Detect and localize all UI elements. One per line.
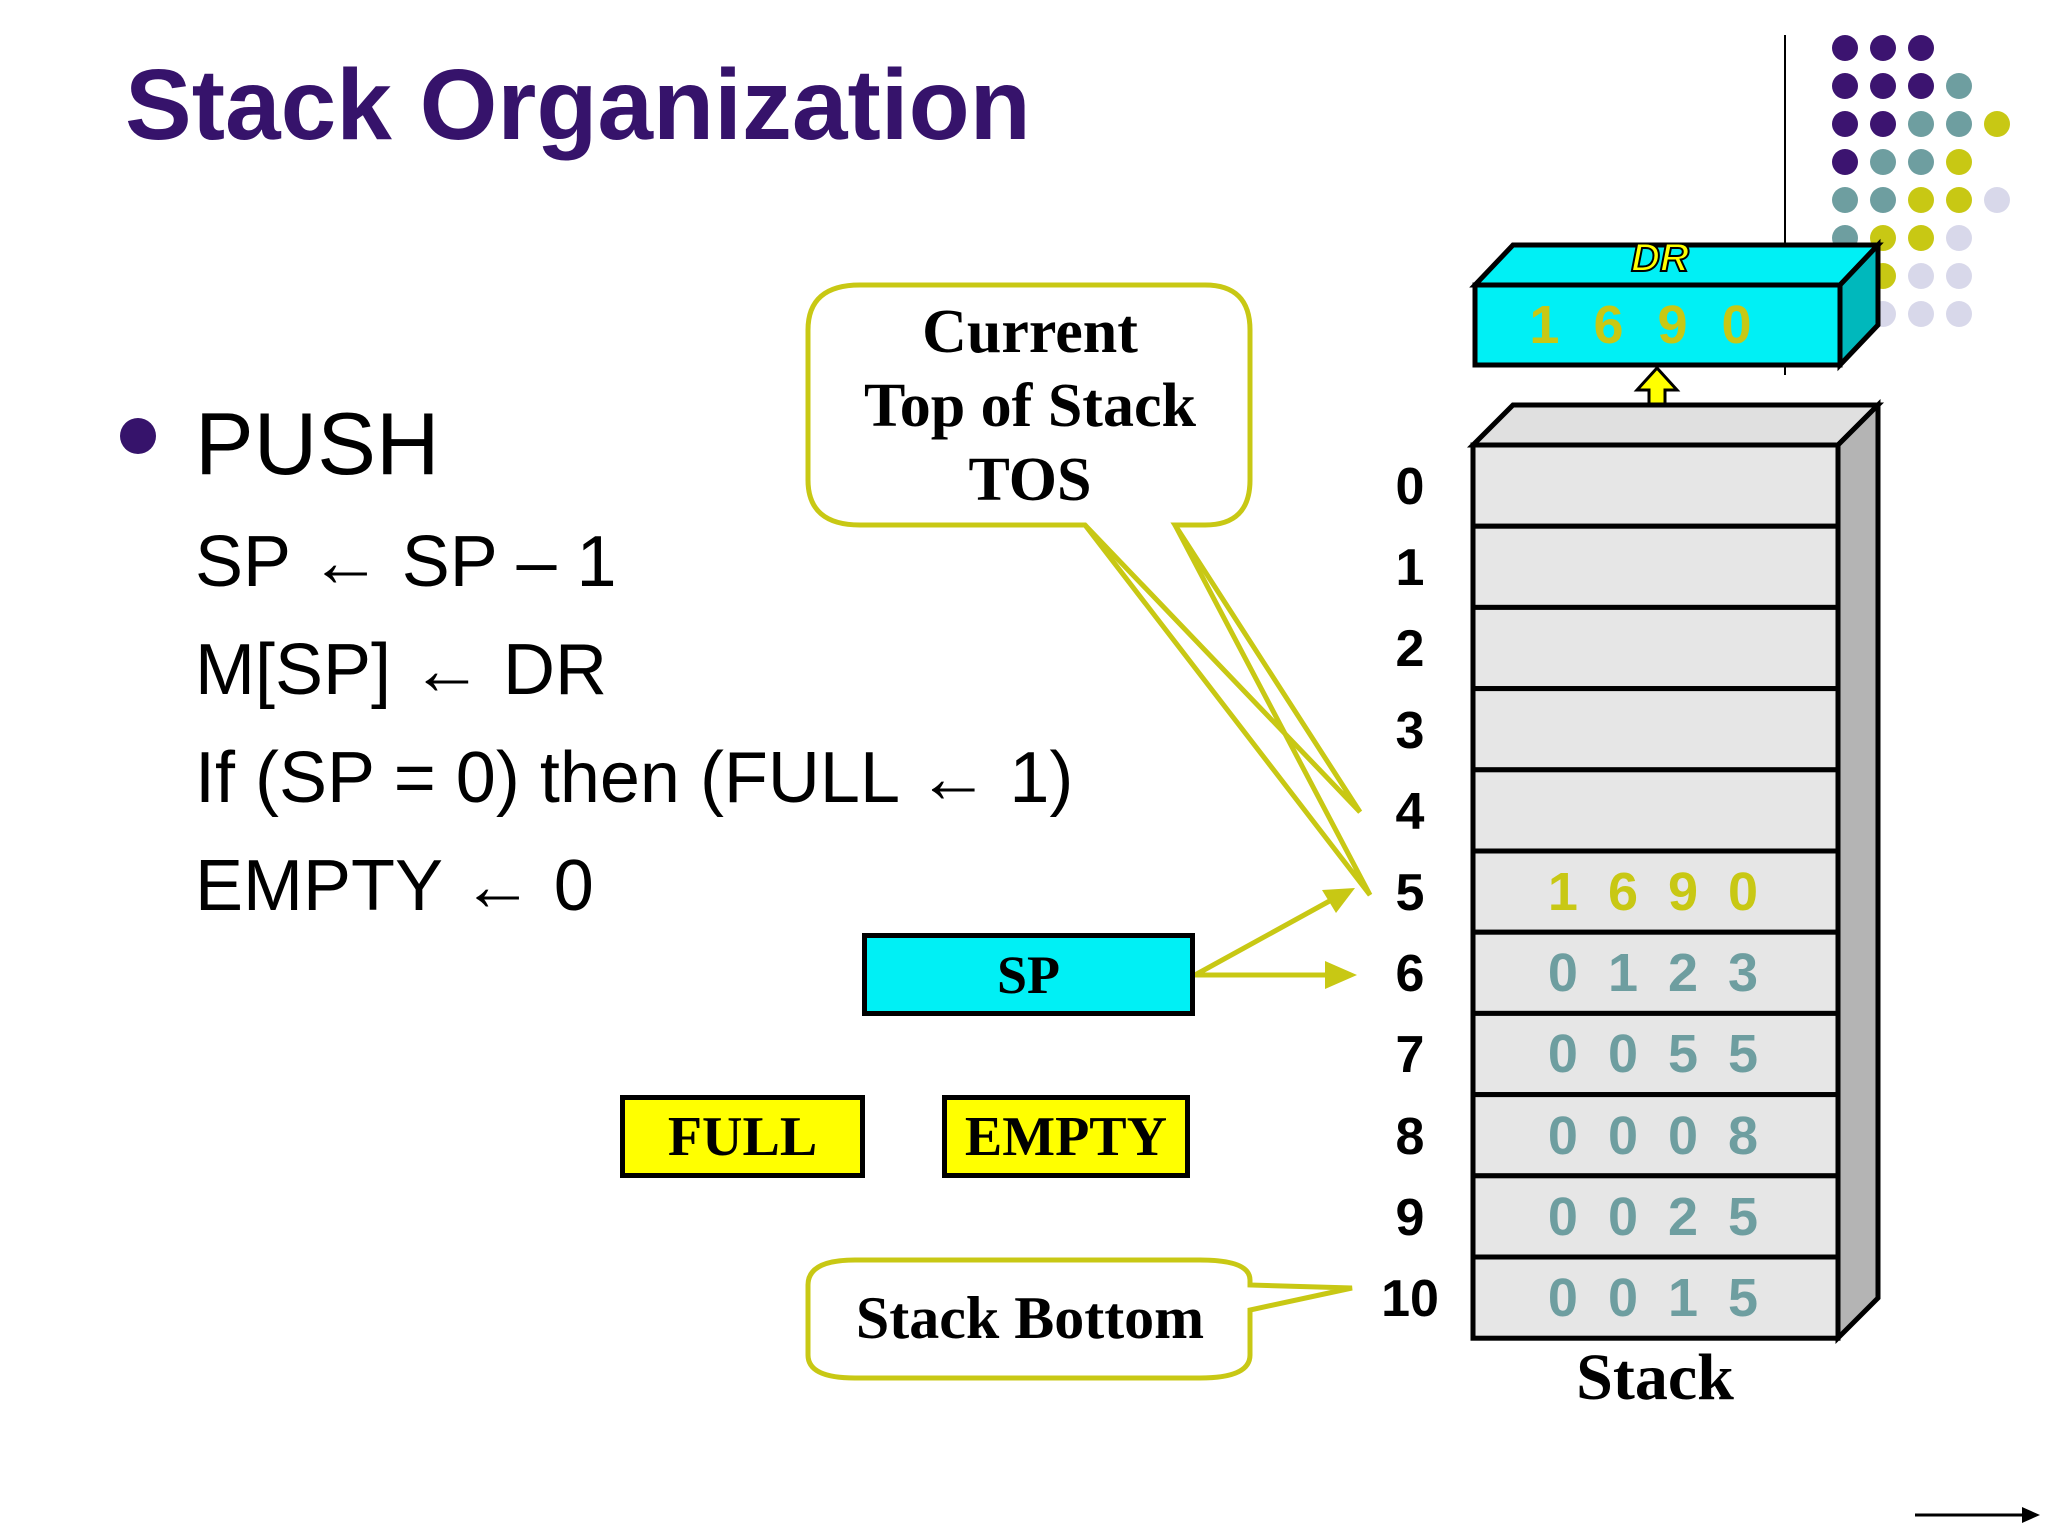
decorative-dot [1908, 35, 1934, 61]
push-step-2: M[SP] ← DR [195, 630, 608, 710]
stack-cell [1470, 1173, 1841, 1260]
push-step-4: EMPTY ← 0 [195, 846, 594, 926]
tos-callout-text: Current Top of Stack TOS [810, 295, 1250, 517]
dr-register-front-face [1472, 282, 1843, 368]
decorative-dot [1946, 187, 1972, 213]
dr-label: DR [1630, 236, 1690, 280]
decorative-dot [1946, 149, 1972, 175]
decorative-dot [1908, 301, 1934, 327]
stack-address-label: 2 [1395, 620, 1425, 679]
decorative-dot [1908, 73, 1934, 99]
stack-bottom-callout-bubble [805, 1257, 1353, 1381]
bullet-marker [120, 418, 156, 454]
stack-cell-value: 0008 [1547, 1105, 1789, 1166]
stack-cell [1470, 848, 1841, 935]
decorative-dot [1870, 149, 1896, 175]
stack-address-label: 5 [1395, 864, 1425, 922]
decorative-dot [1908, 225, 1934, 251]
stack-address-label: 10 [1381, 1270, 1439, 1328]
stack-cell [1470, 767, 1841, 854]
push-step-3: If (SP = 0) then (FULL ← 1) [195, 738, 1074, 818]
tos-callout-tail [1083, 523, 1373, 897]
decorative-dot [1946, 225, 1972, 251]
slide-title: Stack Organization [125, 49, 1031, 161]
decorative-dot [1908, 111, 1934, 137]
stack-cells [1470, 442, 1841, 1341]
decorative-dot [1832, 73, 1858, 99]
sp-arrowhead-6 [1325, 961, 1357, 989]
decorative-dot [1946, 73, 1972, 99]
tos-callout-line-2: Top of Stack [864, 372, 1196, 440]
decorative-dot [1984, 111, 2010, 137]
empty-flag: EMPTY [942, 1095, 1190, 1178]
sp-arrowhead-5 [1322, 888, 1355, 913]
stack-cell [1470, 523, 1841, 610]
stack-cell [1470, 604, 1841, 692]
stack-address-label: 0 [1395, 458, 1425, 516]
stack-address-label: 6 [1395, 945, 1425, 1004]
stack-address-label: 7 [1395, 1026, 1425, 1085]
stack-address-label: 4 [1395, 782, 1425, 841]
decorative-dot [1946, 263, 1972, 289]
tos-callout-bubble [805, 282, 1363, 814]
decorative-dot [1870, 35, 1896, 61]
stack-address-label: 9 [1395, 1188, 1425, 1247]
decorative-dot [1870, 187, 1896, 213]
dr-value: 1690 [1529, 295, 1786, 355]
decorative-dot [1984, 187, 2010, 213]
sp-arrow-to-5 [1193, 895, 1337, 978]
decorative-dot [1908, 187, 1934, 213]
stack-cell-value: 0025 [1547, 1186, 1789, 1247]
stack-cell [1470, 1010, 1841, 1098]
decorative-dot [1832, 187, 1858, 213]
sp-register: SP [862, 933, 1195, 1016]
decorative-dot [1870, 73, 1896, 99]
stack-cell-value: 0015 [1547, 1268, 1789, 1328]
stack-bottom-callout-text: Stack Bottom [855, 1285, 1205, 1351]
stack-address-label: 1 [1395, 539, 1425, 598]
stack-cell [1470, 442, 1841, 529]
next-slide-arrow-icon [2022, 1507, 2040, 1523]
stack-cell [1470, 1254, 1841, 1341]
stack-label: Stack [1576, 1341, 1734, 1414]
stack-address-label: 8 [1395, 1107, 1425, 1166]
tos-callout-line-1: Current [922, 298, 1138, 366]
decorative-dot [1908, 263, 1934, 289]
decorative-dot [1946, 301, 1972, 327]
stack-cell [1470, 1092, 1841, 1179]
stack-cell-value: 0123 [1547, 943, 1789, 1004]
push-heading: PUSH [195, 394, 440, 493]
decorative-dot [1908, 149, 1934, 175]
decorative-dot [1832, 149, 1858, 175]
push-step-1: SP ← SP – 1 [195, 522, 617, 602]
stack-address-label: 3 [1395, 701, 1425, 760]
tos-callout-line-3: TOS [968, 446, 1092, 514]
decorative-dot [1832, 111, 1858, 137]
stack-cell-value: 1690 [1547, 862, 1789, 922]
stack-top-face [1466, 402, 1885, 448]
stack-cell [1470, 686, 1841, 773]
full-flag: FULL [620, 1095, 865, 1178]
stack-cell-value: 0055 [1547, 1024, 1789, 1085]
decorative-dot [1946, 111, 1972, 137]
decorative-dot [1832, 35, 1858, 61]
decorative-dot [1870, 111, 1896, 137]
